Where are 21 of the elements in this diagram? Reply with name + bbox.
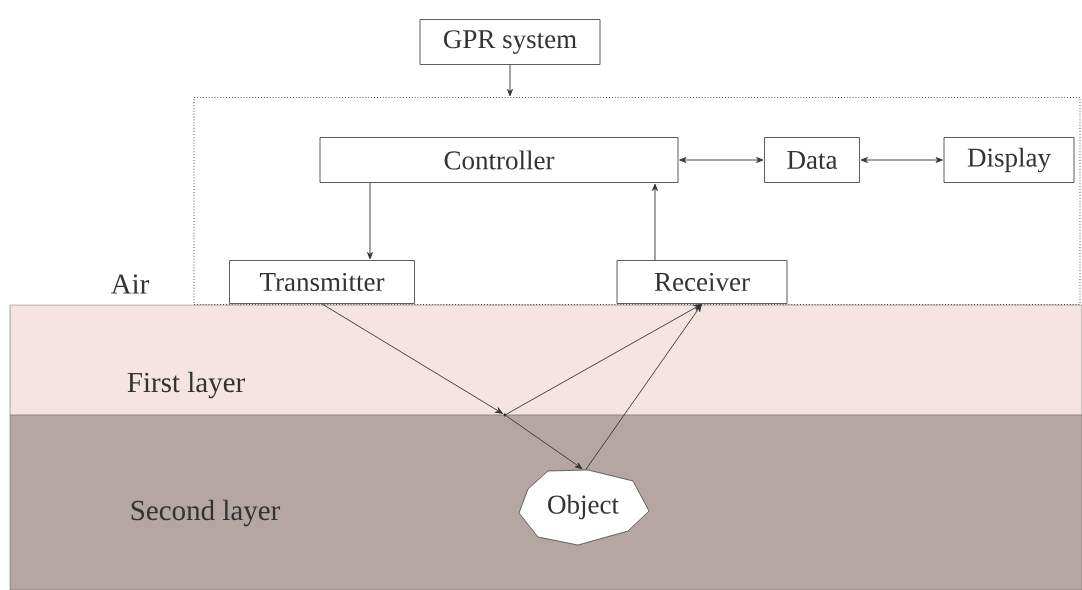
arrow (506, 304, 702, 415)
reflection-point (503, 413, 507, 417)
arrow (507, 64, 513, 97)
arrow (321, 303, 503, 414)
medium-label: Air (110, 274, 150, 294)
arrow (505, 415, 583, 470)
data-box: Data (764, 137, 860, 183)
system-box: GPR system (419, 19, 601, 65)
system-boundary (193, 97, 1081, 305)
layer-label: First layer (127, 371, 245, 399)
arrow (652, 183, 658, 261)
transmitter-box: Transmitter (229, 260, 415, 304)
arrow (860, 157, 943, 163)
arrow (585, 304, 702, 470)
object-blob: Object (518, 469, 650, 546)
display-box: Display (943, 137, 1075, 183)
receiver-box: Receiver (616, 260, 788, 304)
arrow (679, 157, 764, 163)
arrow (367, 182, 373, 260)
layer-label: Second layer (131, 499, 281, 527)
controller-box: Controller (319, 137, 679, 183)
